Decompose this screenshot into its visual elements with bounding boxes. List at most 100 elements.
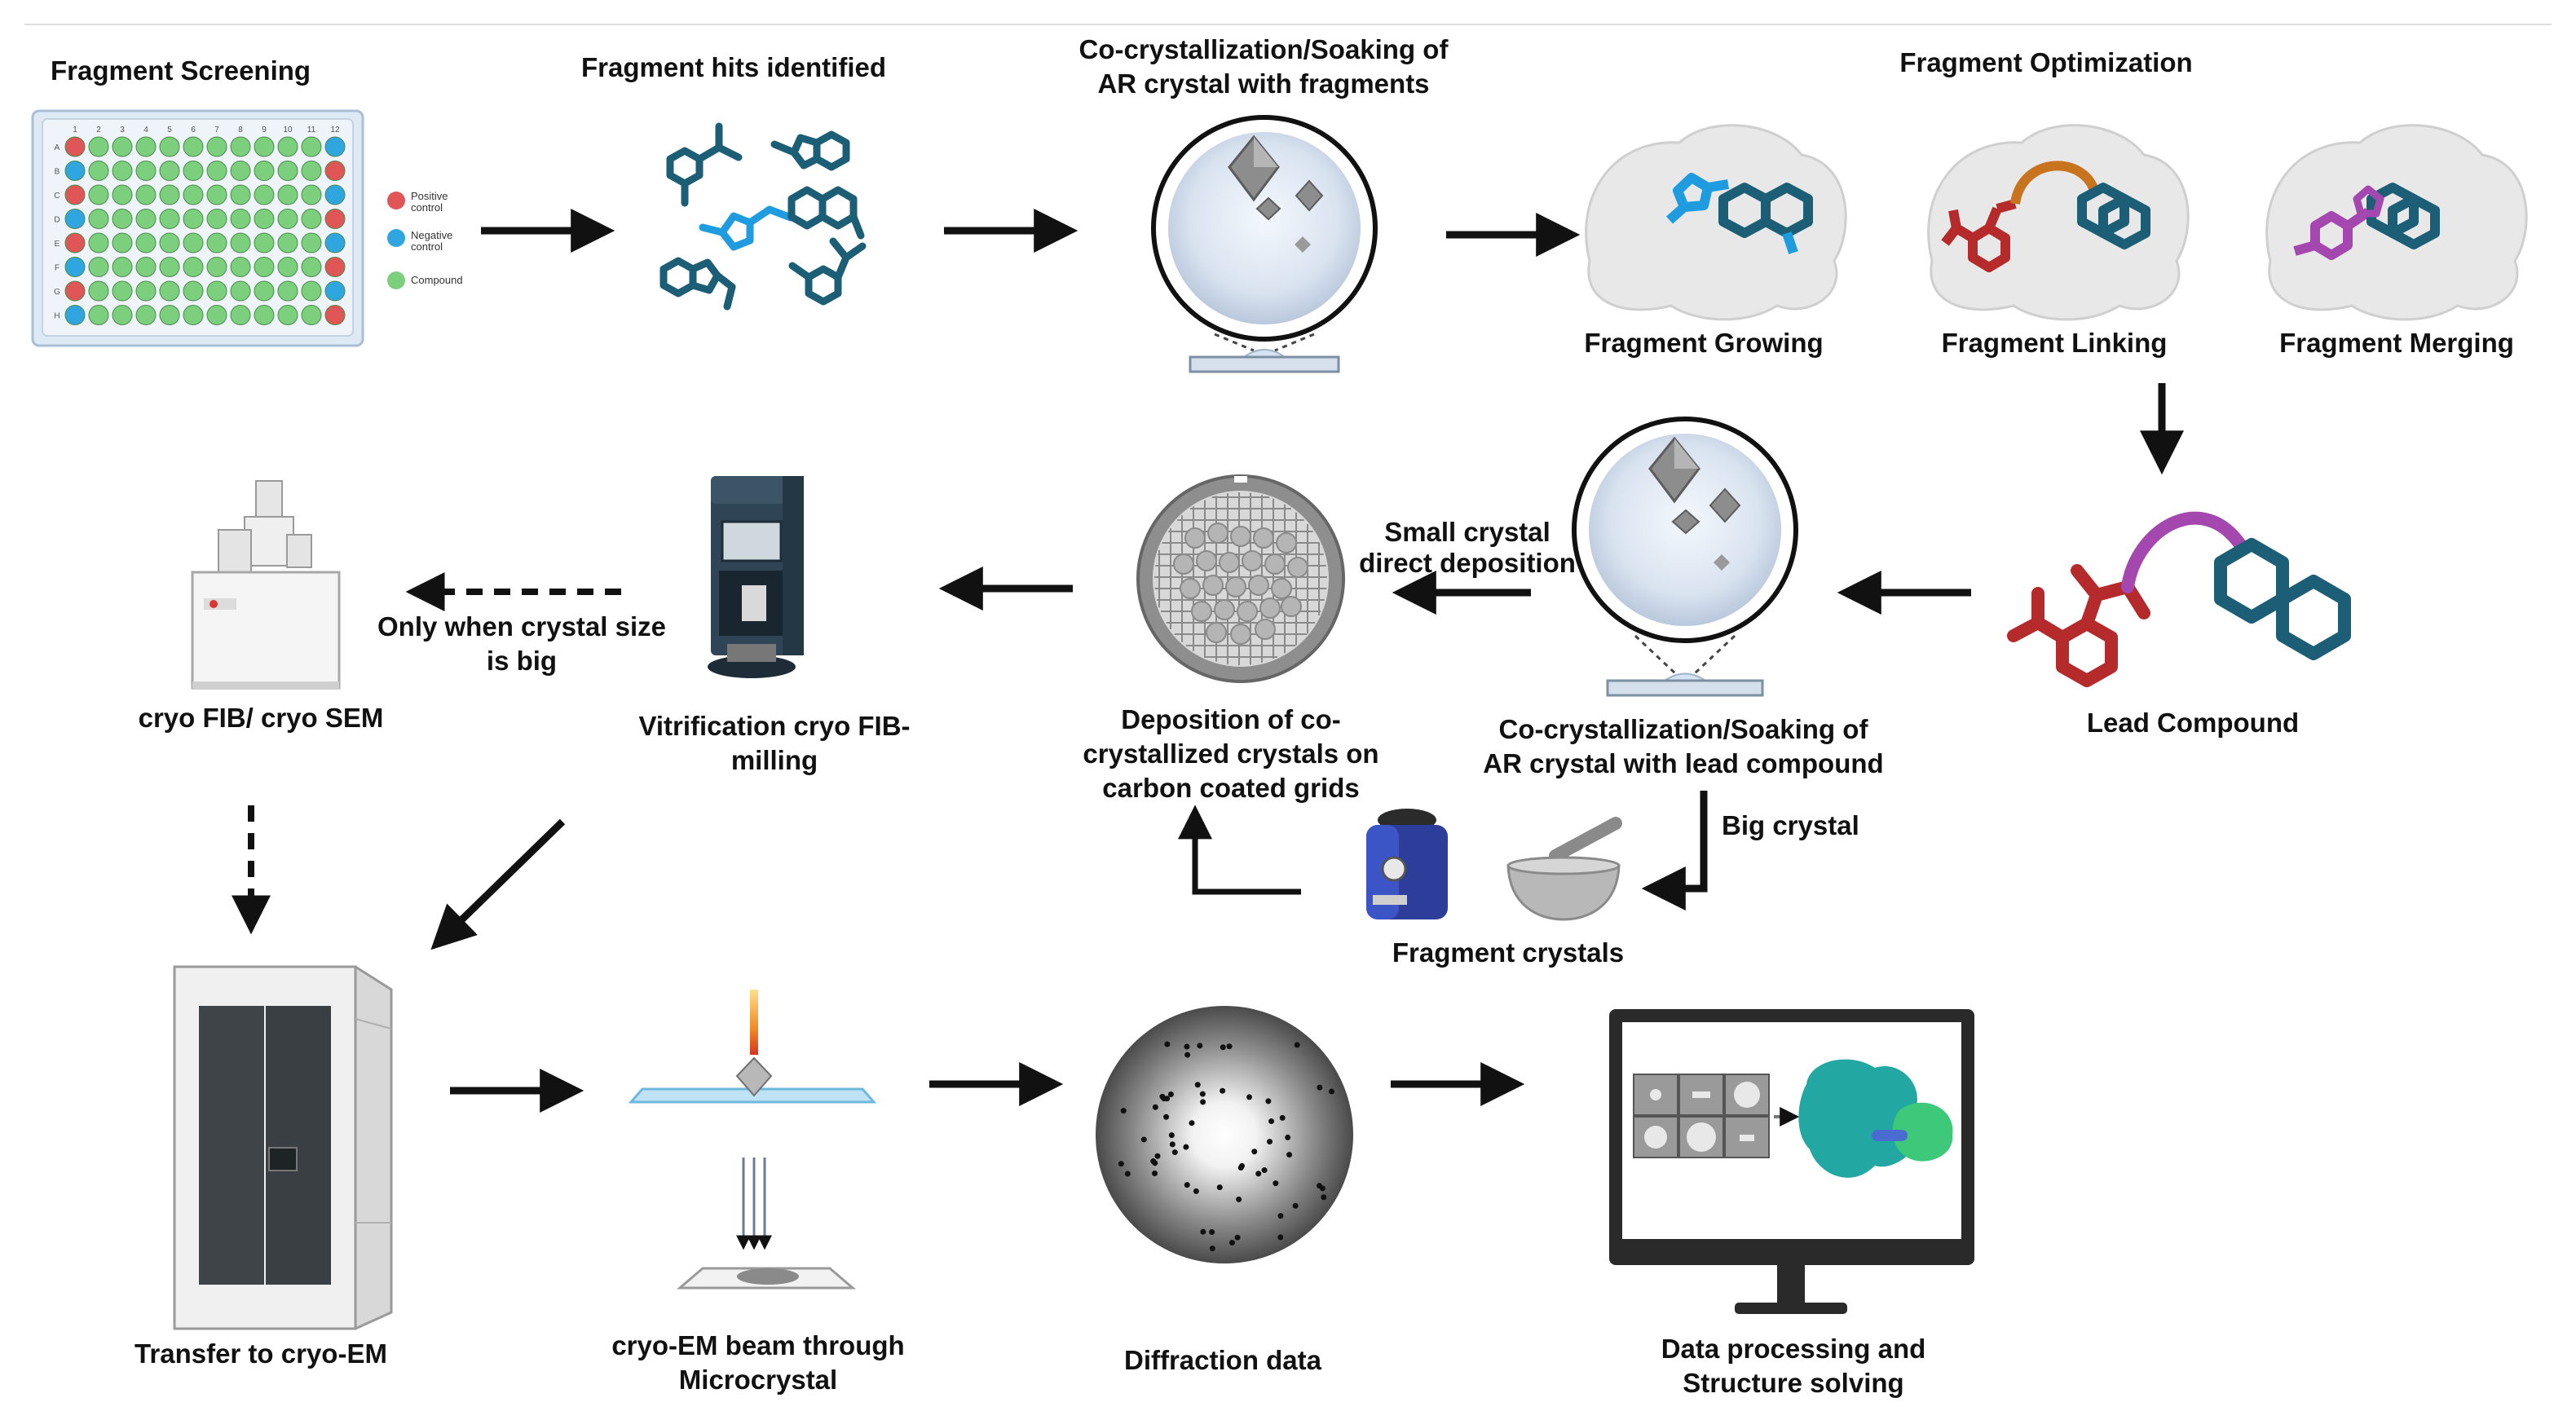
plate-well	[324, 161, 346, 181]
plate-well	[64, 184, 86, 205]
plate-well	[88, 136, 109, 157]
plate-well	[206, 136, 227, 157]
plate-well	[206, 161, 227, 181]
plate-row-label: B	[55, 168, 60, 177]
plate-column-label: 8	[238, 126, 243, 134]
plate-well	[301, 257, 322, 277]
plate-well	[301, 161, 322, 181]
plate-column-label: 9	[262, 126, 267, 134]
label-fragment-merging: Fragment Merging	[2279, 328, 2514, 358]
label-only-when-line2: is big	[486, 646, 558, 676]
label-fragment-hits: Fragment hits identified	[580, 52, 887, 82]
plate-well	[230, 161, 251, 181]
plate-well	[230, 136, 251, 157]
plate-well	[159, 161, 180, 181]
plate-well	[230, 280, 251, 302]
plate-well	[88, 184, 109, 205]
plate-well	[159, 232, 180, 254]
plate-well	[254, 232, 275, 254]
plate-well	[88, 280, 109, 302]
plate-well	[64, 257, 86, 277]
plate-well	[159, 184, 180, 205]
plate-well	[254, 161, 275, 181]
plate-well	[206, 280, 227, 302]
label-deposition-line1: Deposition of co-	[1121, 704, 1341, 734]
label-vitrification-line1: Vitrification cryo FIB-	[638, 711, 911, 741]
plate-well	[324, 136, 346, 157]
plate-well	[206, 305, 227, 325]
fragment-hits-molecules	[659, 122, 867, 311]
plate-well	[135, 257, 157, 277]
plate-column-label: 11	[307, 126, 316, 134]
plate-well	[183, 232, 204, 254]
label-small-crystal-line2: direct deposition	[1359, 548, 1576, 578]
plate-well	[135, 280, 157, 302]
plate-well	[135, 232, 157, 254]
plate-wells	[64, 136, 346, 325]
plate-column-label: 12	[330, 126, 340, 134]
plate-well	[206, 232, 227, 254]
plate-well	[324, 232, 346, 254]
plate-well	[183, 209, 204, 229]
plate-well	[301, 184, 322, 205]
plate-well	[64, 280, 86, 302]
vitrification-device-image	[708, 476, 804, 678]
beam-microcrystal-image	[628, 990, 877, 1290]
plate-well	[64, 305, 86, 325]
fragment-growing-image	[1585, 124, 1847, 321]
arrow-crystals-to-deposition	[1178, 805, 1301, 895]
plate-well	[254, 305, 275, 325]
plate-well	[112, 280, 133, 302]
plate-well	[277, 161, 298, 181]
plate-well	[254, 209, 275, 229]
plate-well	[230, 305, 251, 325]
positive-control-dot	[387, 192, 405, 209]
plate-well	[230, 209, 251, 229]
plate-well	[135, 305, 157, 325]
label-cocrystal-top-line1: Co-crystallization/Soaking of	[1078, 34, 1449, 64]
plate-well	[324, 184, 346, 205]
label-lead-compound: Lead Compound	[2086, 708, 2300, 738]
arrow-big-crystal	[1641, 791, 1708, 911]
plate-well	[230, 257, 251, 277]
arrow-vitrification-to-em	[430, 818, 566, 950]
plate-well	[88, 161, 109, 181]
plate-column-label: 6	[191, 126, 196, 134]
plate-well	[230, 184, 251, 205]
label-vitrification-line2: milling	[730, 745, 818, 775]
monitor-image	[1609, 1009, 1974, 1314]
plate-well	[324, 280, 346, 302]
plate-well	[159, 257, 180, 277]
plate-well	[159, 209, 180, 229]
label-fragment-growing: Fragment Growing	[1584, 328, 1824, 358]
cryo-em-image	[173, 965, 393, 1330]
plate-well	[88, 232, 109, 254]
label-small-crystal-line1: Small crystal	[1384, 517, 1550, 547]
legend-compound: Compound	[411, 274, 463, 286]
label-cryo-fib-sem: cryo FIB/ cryo SEM	[138, 703, 384, 733]
plate-well	[254, 257, 275, 277]
plate-well	[159, 280, 180, 302]
label-diffraction-data: Diffraction data	[1123, 1345, 1322, 1375]
fragment-merging-image	[2265, 124, 2528, 321]
label-deposition-line2: crystallized crystals on	[1083, 739, 1379, 769]
plate-column-label: 7	[214, 126, 219, 134]
plate-well	[277, 305, 298, 325]
compound-dot	[387, 271, 405, 289]
plate-well	[159, 136, 180, 157]
plate-well	[254, 136, 275, 157]
plate-well	[206, 257, 227, 277]
plate-well	[277, 184, 298, 205]
mortar-pestle-icon	[1506, 817, 1622, 921]
plate-well	[64, 232, 86, 254]
plate-row-label: A	[55, 143, 60, 152]
plate-well	[64, 136, 86, 157]
label-cocrystal-top-line2: AR crystal with fragments	[1097, 68, 1430, 99]
label-deposition-line3: carbon coated grids	[1102, 773, 1360, 803]
label-cocrystal-lead-line1: Co-crystallization/Soaking of	[1498, 714, 1868, 744]
plate-well	[135, 209, 157, 229]
label-beam-line1: cryo-EM beam through	[611, 1330, 905, 1360]
label-transfer-cryo-em: Transfer to cryo-EM	[135, 1338, 387, 1369]
plate-well	[88, 257, 109, 277]
